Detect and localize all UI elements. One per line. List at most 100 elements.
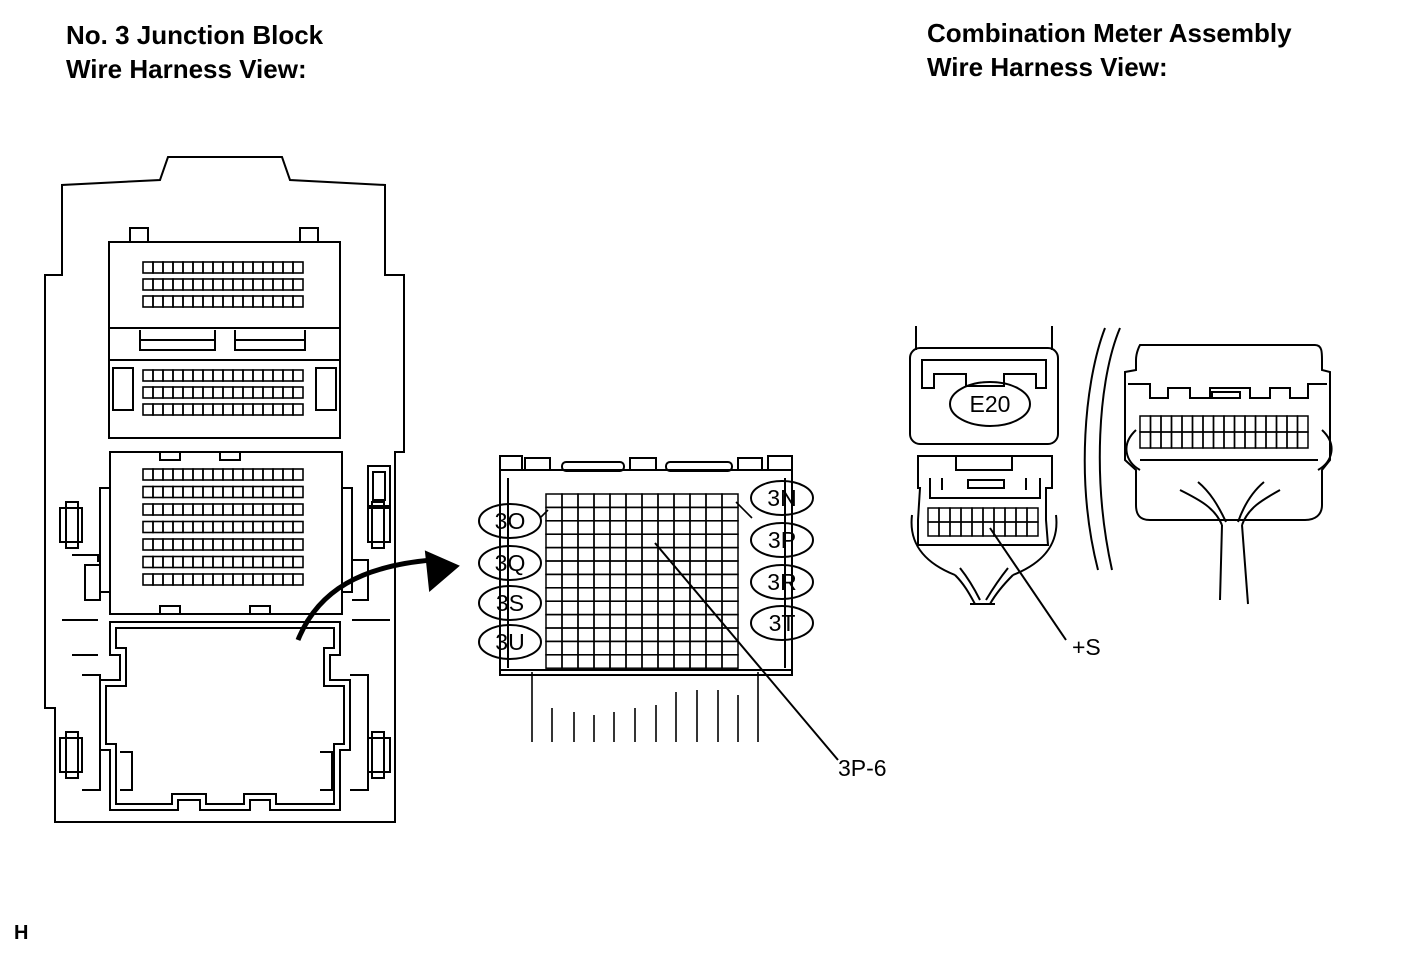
jb-connector-enlarged [499, 455, 793, 742]
pin-cavity [721, 654, 739, 669]
pin-cavity [625, 506, 643, 522]
pin-cavity [252, 369, 264, 382]
pin-cavity [545, 546, 563, 562]
label-3N: 3N [767, 485, 796, 511]
pin-cavity [282, 555, 294, 569]
pin-cavity [272, 485, 284, 499]
pin-cavity [1244, 415, 1257, 433]
pin-cavity [1223, 431, 1236, 449]
pin-cavity [641, 600, 659, 616]
pin-cavity [721, 560, 739, 576]
pin-cavity [609, 560, 627, 576]
jb-wires [531, 672, 759, 742]
junction-block-title: No. 3 Junction Block Wire Harness View: [66, 18, 323, 86]
pin-cavity [938, 507, 951, 523]
label-3O: 3O [495, 508, 526, 534]
pin-cavity [252, 555, 264, 569]
pin-cavity [657, 613, 675, 629]
label-3R: 3R [767, 569, 796, 595]
pin-cavity [232, 520, 244, 534]
pin-cavity [927, 507, 940, 523]
pin-cavity [625, 520, 643, 535]
pin-cavity [202, 520, 214, 534]
pin-cavity [625, 613, 643, 629]
label-3U: 3U [495, 629, 524, 655]
pin-cavity [142, 295, 154, 308]
pin-cavity [993, 507, 1006, 523]
pin-cavity [162, 278, 174, 291]
pin-cavity [142, 538, 154, 551]
pin-cavity [172, 369, 184, 382]
pin-cavity [172, 278, 184, 291]
pin-cavity [593, 600, 611, 616]
pin-cavity [162, 261, 174, 274]
pin-cavity [673, 546, 691, 562]
pin-cavity [242, 278, 254, 291]
pin-cavity [1149, 415, 1162, 433]
pin-cavity [252, 503, 264, 516]
pin-cavity [142, 555, 154, 569]
pin-cavity [152, 295, 164, 308]
pin-cavity [192, 468, 204, 481]
pin-cavity [609, 506, 627, 522]
pin-cavity [252, 261, 264, 274]
meter-title-line2: Wire Harness View: [927, 52, 1168, 82]
pin-cavity [192, 520, 204, 534]
pin-cavity [192, 369, 204, 382]
pin-cavity [242, 403, 254, 416]
pin-cavity [152, 573, 164, 586]
pin-cavity [162, 468, 174, 481]
pin-cavity [705, 560, 723, 576]
pin-cavity [212, 261, 224, 274]
pin-cavity [1181, 415, 1194, 433]
pin-cavity [577, 573, 595, 589]
pin-cavity [721, 600, 739, 616]
pin-cavity [1191, 415, 1204, 433]
pin-cavity [721, 520, 739, 535]
pin-cavity [593, 533, 611, 549]
pin-cavity [222, 369, 234, 382]
pin-cavity [545, 654, 563, 669]
pin-cavity [202, 538, 214, 551]
pin-cavity [202, 555, 214, 569]
pin-cavity [545, 640, 563, 656]
pin-cavity [705, 573, 723, 589]
pin-cavity [182, 278, 194, 291]
pin-cavity [292, 503, 304, 516]
pin-cavity [192, 555, 204, 569]
pin-cavity [172, 386, 184, 399]
callout-leader-3p6 [654, 542, 839, 761]
pin-cavity [172, 555, 184, 569]
meter-pin-grid [927, 507, 1039, 537]
pin-cavity [625, 493, 643, 509]
pin-cavity [721, 640, 739, 656]
pin-cavity [242, 295, 254, 308]
pin-cavity [577, 600, 595, 616]
pin-cavity [609, 640, 627, 656]
pin-cavity [1265, 415, 1278, 433]
pin-cavity [1170, 431, 1183, 449]
pin-cavity [282, 278, 294, 291]
pin-cavity [202, 468, 214, 481]
pin-cavity [705, 533, 723, 549]
pin-cavity [262, 520, 274, 534]
pin-cavity [673, 627, 691, 643]
pin-cavity [577, 654, 595, 669]
pin-cavity [272, 573, 284, 586]
pin-cavity [561, 506, 579, 522]
pin-cavity [182, 538, 194, 551]
junction-block-drawing [44, 156, 405, 823]
pin-cavity [577, 533, 595, 549]
pin-cavity [222, 278, 234, 291]
pin-cavity [292, 520, 304, 534]
meter-connector-drawing: E20 [909, 326, 1333, 605]
pin-cavity [202, 386, 214, 399]
pin-cavity [609, 613, 627, 629]
pin-cavity [182, 503, 194, 516]
pin-cavity [172, 573, 184, 586]
pin-cavity [577, 613, 595, 629]
pin-cavity [212, 555, 224, 569]
pin-cavity [577, 640, 595, 656]
pin-cavity [545, 627, 563, 643]
pin-cavity [1026, 507, 1039, 523]
